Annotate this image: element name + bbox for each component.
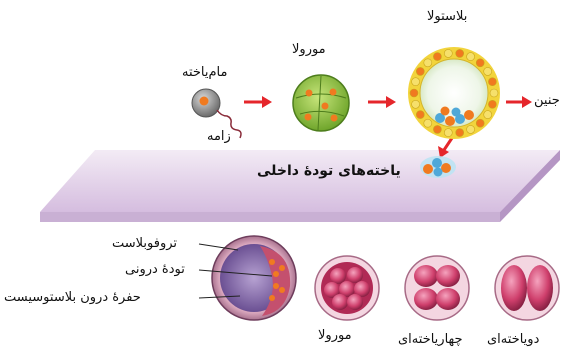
- label-cavity: حفرهٔ درون بلاستوسیست: [4, 291, 141, 304]
- blastula-bead: [476, 59, 484, 67]
- blastula-bead: [488, 78, 496, 86]
- label-zygote: زامه: [207, 130, 231, 143]
- blastula-bead: [476, 119, 484, 127]
- blastula-bead: [484, 67, 492, 75]
- blastula-bead: [456, 49, 464, 57]
- inner-cell-cluster: [420, 156, 456, 178]
- blastula-bead: [484, 111, 492, 119]
- blastula-bead: [424, 59, 432, 67]
- blastula-bead: [444, 129, 452, 137]
- blastula-bead: [424, 119, 432, 127]
- label-two-cell: دویاخته‌ای: [487, 333, 539, 346]
- label-four-cell: چهاریاخته‌ای: [398, 333, 463, 346]
- label-oocyte: مام‌یاخته: [182, 66, 227, 79]
- label-inner-mass: تودهٔ درونی: [125, 263, 185, 276]
- blastula-cell: [408, 47, 500, 139]
- label-blastula: بلاستولا: [427, 10, 467, 23]
- blastula-bead: [444, 49, 452, 57]
- blastula-bead: [488, 100, 496, 108]
- blastula-bead: [410, 89, 418, 97]
- label-inner-cells: یاخته‌های تودهٔ داخلی: [257, 164, 401, 178]
- arrow-1: [244, 96, 272, 108]
- label-morula-bottom: مورولا: [318, 329, 352, 342]
- blastocyst-section: [212, 236, 296, 320]
- blastula-bead: [467, 53, 475, 61]
- blastula-bead: [412, 100, 420, 108]
- blastula-bead: [490, 89, 498, 97]
- label-morula-top: مورولا: [292, 43, 326, 56]
- platform: [40, 150, 560, 222]
- morula-stage: [315, 256, 379, 320]
- blastula-bead: [467, 125, 475, 133]
- blastula-bead: [416, 67, 424, 75]
- blastula-bead: [433, 53, 441, 61]
- two-cell-stage: [495, 256, 559, 320]
- label-trophoblast: تروفوبلاست: [112, 237, 177, 250]
- morula-cell: [293, 75, 349, 131]
- blastula-bead: [416, 111, 424, 119]
- blastula-bead: [456, 129, 464, 137]
- blastula-bead: [433, 125, 441, 133]
- blastula-bead: [412, 78, 420, 86]
- arrow-3: [506, 96, 532, 108]
- label-embryo: جنین: [534, 94, 560, 107]
- arrow-2: [368, 96, 396, 108]
- four-cell-stage: [405, 256, 469, 320]
